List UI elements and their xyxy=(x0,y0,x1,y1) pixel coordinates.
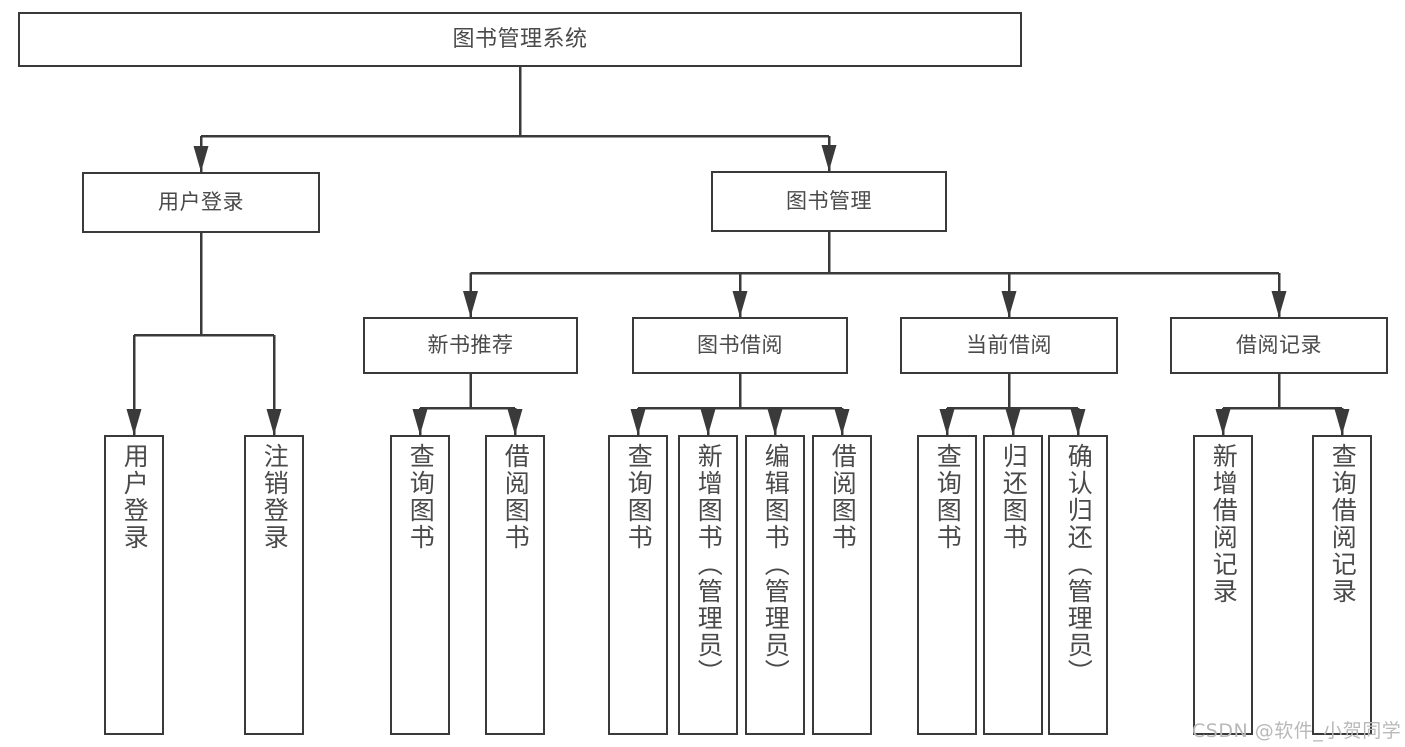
node-label: 图书借阅 xyxy=(697,333,783,357)
arrowhead xyxy=(193,146,209,172)
node-root[interactable]: 图书管理系统 xyxy=(18,12,1022,67)
node-leaf-query-rec[interactable]: 查询借阅记录 xyxy=(1312,435,1372,735)
node-label: 编辑图书（管理员） xyxy=(761,443,791,686)
node-label: 注销登录 xyxy=(260,443,290,551)
node-leaf-borrow-2[interactable]: 借阅图书 xyxy=(812,435,872,735)
node-label: 查询图书 xyxy=(933,443,963,551)
node-label: 图书管理 xyxy=(786,189,872,213)
arrowhead xyxy=(126,409,142,435)
arrowhead xyxy=(266,409,282,435)
node-leaf-query-2[interactable]: 查询图书 xyxy=(608,435,668,735)
node-label: 新书推荐 xyxy=(427,333,514,357)
node-label: 用户登录 xyxy=(120,443,150,551)
node-leaf-user-login[interactable]: 用户登录 xyxy=(104,435,164,735)
arrowhead xyxy=(1070,409,1086,435)
node-user-login[interactable]: 用户登录 xyxy=(82,172,320,233)
arrowhead xyxy=(939,409,955,435)
arrowhead xyxy=(412,409,428,435)
node-leaf-query-1[interactable]: 查询图书 xyxy=(390,435,450,735)
arrowhead xyxy=(821,145,837,171)
node-label: 借阅记录 xyxy=(1236,333,1322,357)
arrowhead xyxy=(1334,409,1350,435)
arrowhead xyxy=(834,409,850,435)
node-book-manage[interactable]: 图书管理 xyxy=(711,171,947,232)
node-label: 归还图书 xyxy=(999,443,1029,551)
arrowhead xyxy=(1005,409,1021,435)
node-label: 新增借阅记录 xyxy=(1209,443,1239,605)
node-label: 查询图书 xyxy=(624,443,654,551)
node-label: 确认归还（管理员） xyxy=(1064,443,1094,686)
node-label: 查询借阅记录 xyxy=(1328,443,1358,605)
node-leaf-return[interactable]: 归还图书 xyxy=(983,435,1043,735)
node-new-book-rec[interactable]: 新书推荐 xyxy=(363,317,578,374)
node-leaf-confirm[interactable]: 确认归还（管理员） xyxy=(1048,435,1108,735)
node-label: 当前借阅 xyxy=(966,333,1052,357)
node-book-borrow[interactable]: 图书借阅 xyxy=(632,317,848,374)
arrowhead xyxy=(767,409,783,435)
node-label: 借阅图书 xyxy=(501,443,531,551)
watermark-label: CSDN @软件_小贺同学 xyxy=(1192,720,1402,742)
node-leaf-query-3[interactable]: 查询图书 xyxy=(917,435,977,735)
node-current-borrow[interactable]: 当前借阅 xyxy=(900,317,1118,374)
arrowhead xyxy=(507,409,523,435)
node-leaf-edit-book[interactable]: 编辑图书（管理员） xyxy=(745,435,805,735)
arrowhead xyxy=(630,409,646,435)
node-label: 借阅图书 xyxy=(828,443,858,551)
node-leaf-logout[interactable]: 注销登录 xyxy=(244,435,304,735)
node-label: 图书管理系统 xyxy=(452,26,588,52)
node-borrow-record[interactable]: 借阅记录 xyxy=(1170,317,1388,374)
node-label: 用户登录 xyxy=(158,190,244,214)
node-leaf-add-rec[interactable]: 新增借阅记录 xyxy=(1193,435,1253,735)
arrowhead xyxy=(1001,291,1017,317)
arrowhead xyxy=(1271,291,1287,317)
arrowhead xyxy=(732,291,748,317)
arrowhead xyxy=(463,291,478,317)
arrowhead xyxy=(1215,409,1231,435)
node-leaf-add-book[interactable]: 新增图书（管理员） xyxy=(678,435,738,735)
node-leaf-borrow-1[interactable]: 借阅图书 xyxy=(485,435,545,735)
arrowhead xyxy=(700,409,716,435)
node-label: 查询图书 xyxy=(406,443,436,551)
node-label: 新增图书（管理员） xyxy=(694,443,724,686)
